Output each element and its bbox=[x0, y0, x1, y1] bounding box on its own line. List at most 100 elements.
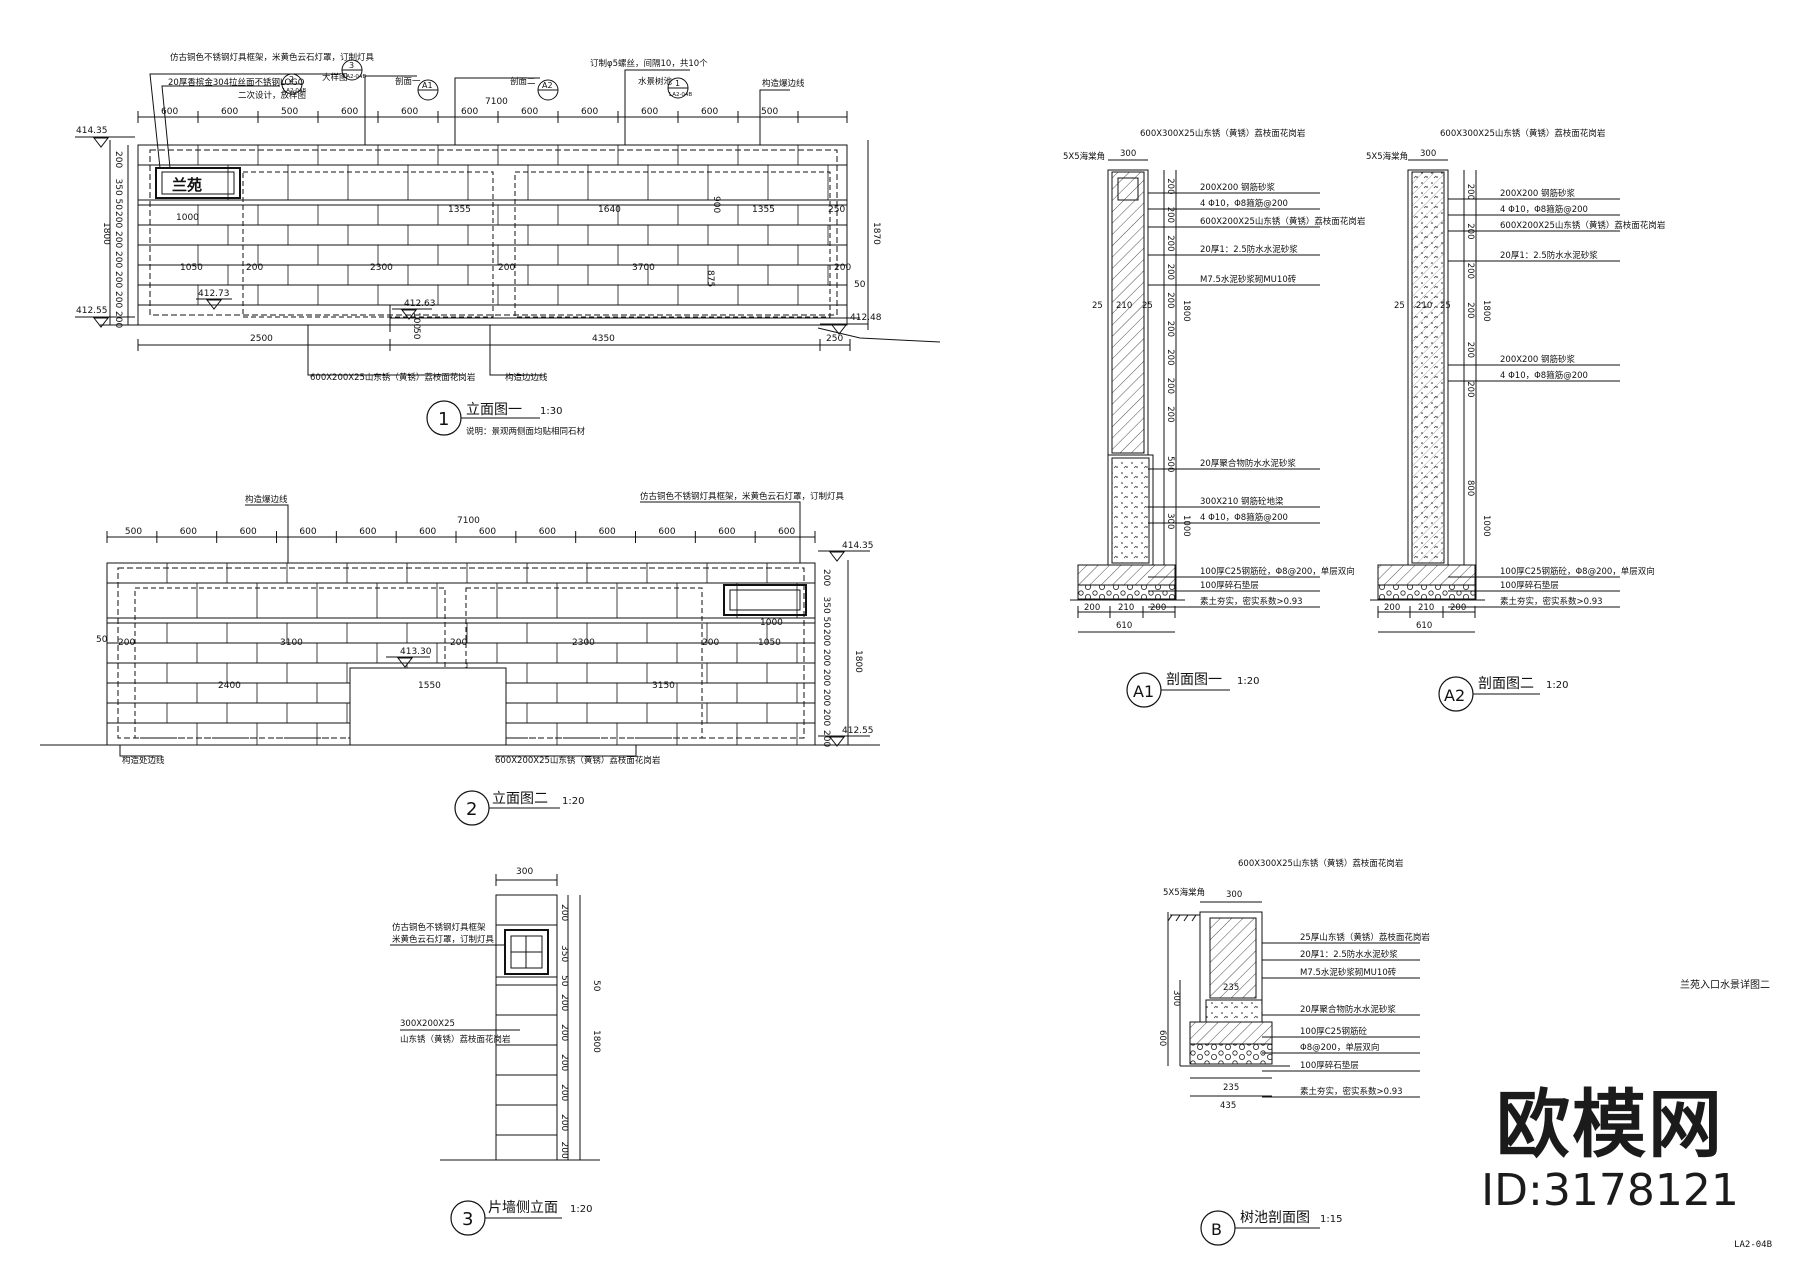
side-title: 片墙侧立面 bbox=[488, 1200, 558, 1216]
secA2-note-n8: 100厚碎石垫层 bbox=[1500, 580, 1559, 591]
elevation-2-labels: 构造爆边线 仿古铜色不锈钢灯具框架，米黄色云石灯罩，订制灯具 构造处边线 600… bbox=[96, 491, 874, 820]
b-dim-235: 235 bbox=[1223, 983, 1239, 993]
a1-mid-1: 25 bbox=[1092, 301, 1103, 311]
secA1-note-n8: 4 Φ10，Φ8箍筋@200 bbox=[1200, 512, 1288, 523]
elev1-dim-1050: 1050 bbox=[180, 263, 203, 273]
elev1-leader-outline2: 构造边边线 bbox=[505, 372, 548, 383]
elev1-level-4: 412.63 bbox=[404, 299, 436, 309]
elev1-bottom-250: 250 bbox=[826, 334, 843, 344]
elev2-top-dim: 600 bbox=[539, 527, 556, 537]
section-a1-labels: 600X300X25山东锈（黄锈）荔枝面花岗岩 5X5海棠角 300 200X2… bbox=[1063, 128, 1366, 701]
secA1-dim: 200 bbox=[1165, 264, 1175, 280]
elev1-bottom-2500: 2500 bbox=[250, 334, 273, 344]
elev1-leader-treepool: 水景树池 bbox=[638, 76, 673, 87]
secA1-dim: 300 bbox=[1165, 513, 1175, 529]
elev1-level-1: 414.35 bbox=[76, 126, 108, 136]
secA2-note-n4: 20厚1：2.5防水水泥砂浆 bbox=[1500, 250, 1598, 261]
side-leader-lamp2: 米黄色云石灯罩，订制灯具 bbox=[392, 934, 495, 945]
logo-panel bbox=[155, 167, 241, 199]
side-dim: 200 bbox=[559, 994, 569, 1011]
elev1-tag-3: 3 bbox=[349, 61, 354, 70]
elev1-top-dim: 600 bbox=[641, 107, 658, 117]
elev2-top-dim: 600 bbox=[419, 527, 436, 537]
elev2-top-dim: 600 bbox=[778, 527, 795, 537]
elev1-leader-stone: 600X200X25山东锈（黄锈）荔枝面花岗岩 bbox=[310, 372, 476, 383]
a2-width: 300 bbox=[1420, 149, 1436, 159]
section-b bbox=[1167, 901, 1420, 1246]
secA2-note-n7: 100厚C25钢筋砼，Φ8@200，单层双向 bbox=[1500, 566, 1655, 577]
elev2-dim-1050: 1050 bbox=[758, 638, 781, 648]
elev1-leader-bolts: 订制φ5螺丝，间隔10，共10个 bbox=[590, 58, 708, 69]
elev1-level-2: 412.55 bbox=[76, 306, 108, 316]
a2-chamfer: 5X5海棠角 bbox=[1366, 151, 1408, 162]
elev1-leader-outline: 构造爆边线 bbox=[762, 78, 805, 89]
elev2-right-dim: 350 bbox=[821, 597, 831, 614]
b-title: 树池剖面图 bbox=[1240, 1210, 1310, 1226]
elev1-left-dim: 200 bbox=[113, 311, 123, 328]
a2-top-note: 600X300X25山东锈（黄锈）荔枝面花岗岩 bbox=[1440, 128, 1606, 139]
elev2-dim-3100: 3100 bbox=[280, 638, 303, 648]
elev1-level-5: 412.48 bbox=[850, 313, 882, 323]
side-elevation-3 bbox=[390, 874, 600, 1236]
side-d50: 50 bbox=[591, 980, 601, 992]
section-a1 bbox=[1070, 159, 1320, 708]
sheet-number: LA2-04B bbox=[1734, 1240, 1772, 1250]
secA1-dim: 200 bbox=[1165, 378, 1175, 394]
elev2-dim-50: 50 bbox=[96, 635, 108, 645]
secA1-dim: 200 bbox=[1165, 321, 1175, 337]
secA1-note-n10: 100厚碎石垫层 bbox=[1200, 580, 1259, 591]
secA1-dim: 500 bbox=[1165, 456, 1175, 472]
secB-note-n4: 20厚聚合物防水水泥砂浆 bbox=[1300, 1004, 1396, 1015]
elev1-dim-1355a: 1355 bbox=[448, 205, 471, 215]
elev1-dim-50: 50 bbox=[411, 328, 421, 340]
secA2-dim: 200 bbox=[1465, 223, 1475, 239]
elev2-dim-3150: 3150 bbox=[652, 681, 675, 691]
b-dim-435: 435 bbox=[1220, 1101, 1236, 1111]
a1-number: A1 bbox=[1133, 682, 1154, 701]
elev2-scale: 1:20 bbox=[562, 796, 584, 807]
elev1-top-dim: 600 bbox=[161, 107, 178, 117]
elev1-tag-b: 1 bbox=[675, 79, 680, 88]
elev1-overall: 7100 bbox=[485, 97, 508, 107]
elev2-top-dim: 600 bbox=[299, 527, 316, 537]
a2-base-total: 610 bbox=[1416, 621, 1432, 631]
elev1-top-dim: 600 bbox=[701, 107, 718, 117]
elev2-dim-1000: 1000 bbox=[760, 618, 783, 628]
elev1-dim-200c: 200 bbox=[834, 263, 851, 273]
b-dim-300: 300 bbox=[1171, 990, 1181, 1006]
secA1-dim: 200 bbox=[1165, 406, 1175, 422]
elev1-top-dim: 500 bbox=[281, 107, 298, 117]
elev1-tag-2-sheet: LA2-04B bbox=[283, 88, 306, 94]
elev2-top-dim: 600 bbox=[599, 527, 616, 537]
secB-note-n1: 25厚山东锈（黄锈）荔枝面花岗岩 bbox=[1300, 932, 1430, 943]
brand-id: ID:3178121 bbox=[1481, 1165, 1739, 1216]
side-leader-lamp: 仿古铜色不锈钢灯具框架 bbox=[392, 922, 486, 933]
elev1-top-dim: 600 bbox=[461, 107, 478, 117]
elev2-dim-200a: 200 bbox=[118, 638, 135, 648]
elev2-dim-2300: 2300 bbox=[572, 638, 595, 648]
secB-note-n3: M7.5水泥砂浆砌MU10砖 bbox=[1300, 967, 1397, 978]
a1-base-3: 200 bbox=[1150, 603, 1166, 613]
a1-base-total: 610 bbox=[1116, 621, 1132, 631]
elev1-tag-a1: A1 bbox=[422, 81, 433, 90]
secA1-dim: 200 bbox=[1165, 235, 1175, 251]
elev1-dim-100: 100 bbox=[411, 312, 421, 329]
elev1-top-dim: 600 bbox=[221, 107, 238, 117]
elev1-tag-3-sheet: LA2-04B bbox=[343, 74, 366, 80]
a2-mid-2: 210 bbox=[1416, 301, 1432, 311]
secB-note-n8: 素土夯实，密实系数>0.93 bbox=[1300, 1086, 1403, 1097]
elev1-dim-1640: 1640 bbox=[598, 205, 621, 215]
secA1-dim: 200 bbox=[1165, 178, 1175, 194]
elev2-right-dim: 200 bbox=[821, 569, 831, 586]
secA2-dim: 200 bbox=[1465, 342, 1475, 358]
side-scale: 1:20 bbox=[570, 1204, 592, 1215]
elev1-left-dim: 200 bbox=[113, 271, 123, 288]
a2-mid-3: 25 bbox=[1440, 301, 1451, 311]
a2-mid-1: 25 bbox=[1394, 301, 1405, 311]
a2-base-3: 200 bbox=[1450, 603, 1466, 613]
elev2-top-dim: 600 bbox=[180, 527, 197, 537]
side-number: 3 bbox=[462, 1209, 473, 1230]
a1-title: 剖面图一 bbox=[1166, 672, 1222, 688]
a1-mid-2: 210 bbox=[1116, 301, 1132, 311]
